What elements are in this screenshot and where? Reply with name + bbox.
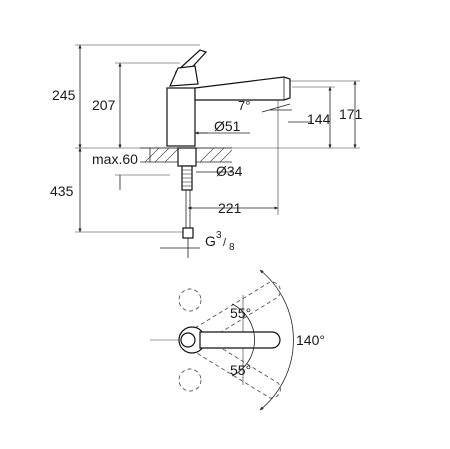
arc-140: [259, 269, 294, 411]
dia51-label: Ø51: [214, 118, 241, 134]
thread-slash: /: [223, 237, 227, 249]
thread-G-label: G: [205, 233, 216, 249]
faucet-column: [166, 87, 196, 147]
spout-ghost-upper: [194, 281, 281, 343]
mounting-nut: [177, 147, 197, 167]
dim-221-label: 221: [218, 200, 242, 216]
dim-207-label: 207: [92, 97, 116, 113]
dim-171-label: 171: [339, 106, 363, 122]
spout-ghost-lower: [194, 337, 281, 399]
angle-7-label: 7°: [238, 98, 250, 113]
lever-top: [180, 332, 196, 348]
thread-numerator: 3: [216, 230, 222, 241]
angle-7-leader: [261, 103, 291, 113]
lever-ghost-lower: [178, 368, 202, 392]
angle-55-lower-label: 55°: [230, 362, 251, 378]
angle-140-label: 140°: [296, 332, 325, 348]
side-view: 245 207 435 7° 144 171 Ø51: [50, 44, 363, 258]
spout-top: [199, 331, 281, 349]
lever-ghost-upper: [178, 288, 202, 312]
hose-connector: [182, 227, 194, 239]
dim-144-label: 144: [307, 111, 331, 127]
faucet-cartridge-head: [169, 65, 199, 87]
angle-55-upper-label: 55°: [230, 305, 251, 321]
dim-245-label: 245: [52, 87, 76, 103]
thread-denominator: 8: [229, 242, 235, 253]
arc-55: [231, 303, 255, 377]
dim-435-label: 435: [50, 183, 74, 199]
dia34-label: Ø34: [216, 163, 243, 179]
top-view: 140° 55° 55°: [150, 269, 325, 411]
max60-label: max.60: [92, 151, 138, 167]
faucet-spout: [194, 76, 291, 101]
